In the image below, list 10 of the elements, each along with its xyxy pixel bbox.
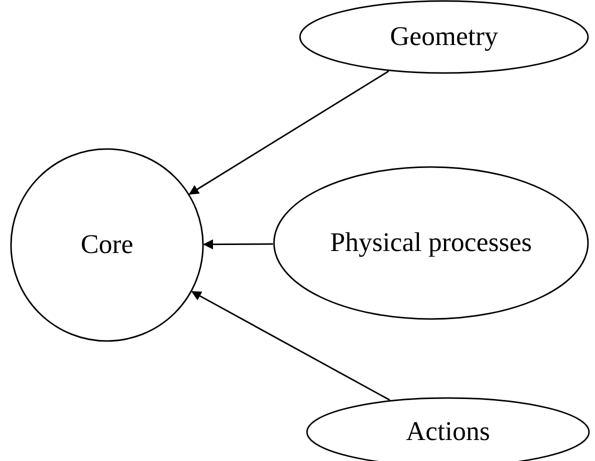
arrow (191, 290, 390, 401)
ellipse-node (273, 166, 589, 320)
circle-node (10, 148, 204, 342)
node-label: Geometry (390, 20, 498, 54)
arrow (203, 239, 274, 250)
node-label: Actions (406, 415, 490, 448)
node-label: Core (80, 228, 134, 262)
ellipse-node (299, 0, 589, 74)
arrow (188, 70, 389, 195)
node-label: Physical processes (330, 226, 532, 260)
